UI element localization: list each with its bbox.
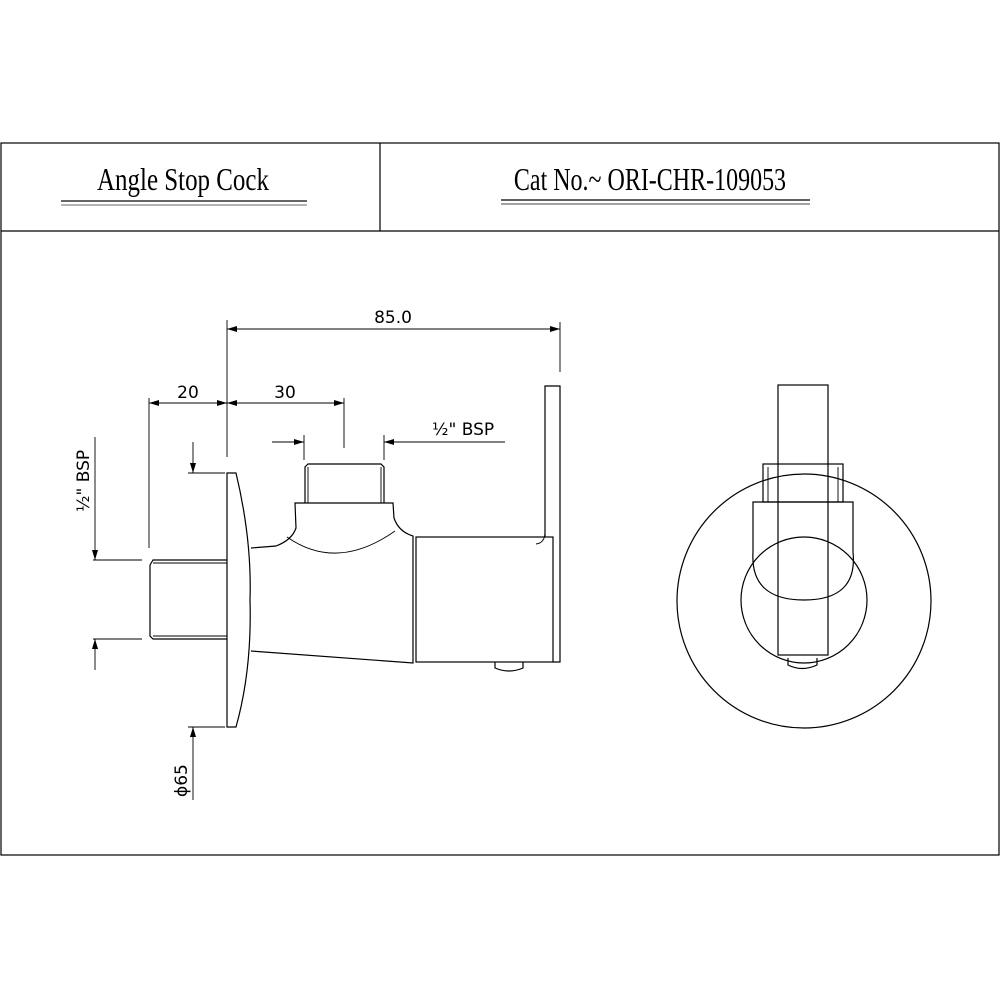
dim-outlet-thread: ½" BSP [432, 420, 494, 440]
outlet-nipple [304, 463, 385, 503]
escutcheon-plate [226, 472, 251, 728]
front-outlet-nipple [762, 463, 844, 503]
product-title: Angle Stop Cock [97, 162, 269, 198]
title-block: Angle Stop Cock Cat No.~ ORI-CHR-109053 [0, 142, 1000, 856]
valve-cylinder [415, 536, 554, 663]
inlet-pipe [149, 559, 227, 640]
escutcheon-circle [676, 473, 932, 729]
dim-outlet-offset: 30 [274, 383, 296, 403]
dim-inlet-length: 20 [177, 383, 199, 403]
front-view [676, 384, 932, 729]
side-view [149, 385, 561, 728]
front-body-circle [740, 536, 868, 664]
handle-lever [544, 385, 561, 663]
dim-inlet-thread: ½" BSP [74, 450, 94, 512]
dim-flange-diameter: ϕ65 [172, 764, 192, 797]
handle-nub [494, 662, 524, 672]
dimension-lines: 85.0 20 30 ½" BSP ½" BSP ϕ65 [74, 308, 561, 800]
valve-body [250, 502, 414, 664]
catalog-number: Cat No.~ ORI-CHR-109053 [514, 163, 786, 198]
front-handle-lever [777, 384, 829, 656]
dim-overall-length: 85.0 [374, 308, 412, 328]
